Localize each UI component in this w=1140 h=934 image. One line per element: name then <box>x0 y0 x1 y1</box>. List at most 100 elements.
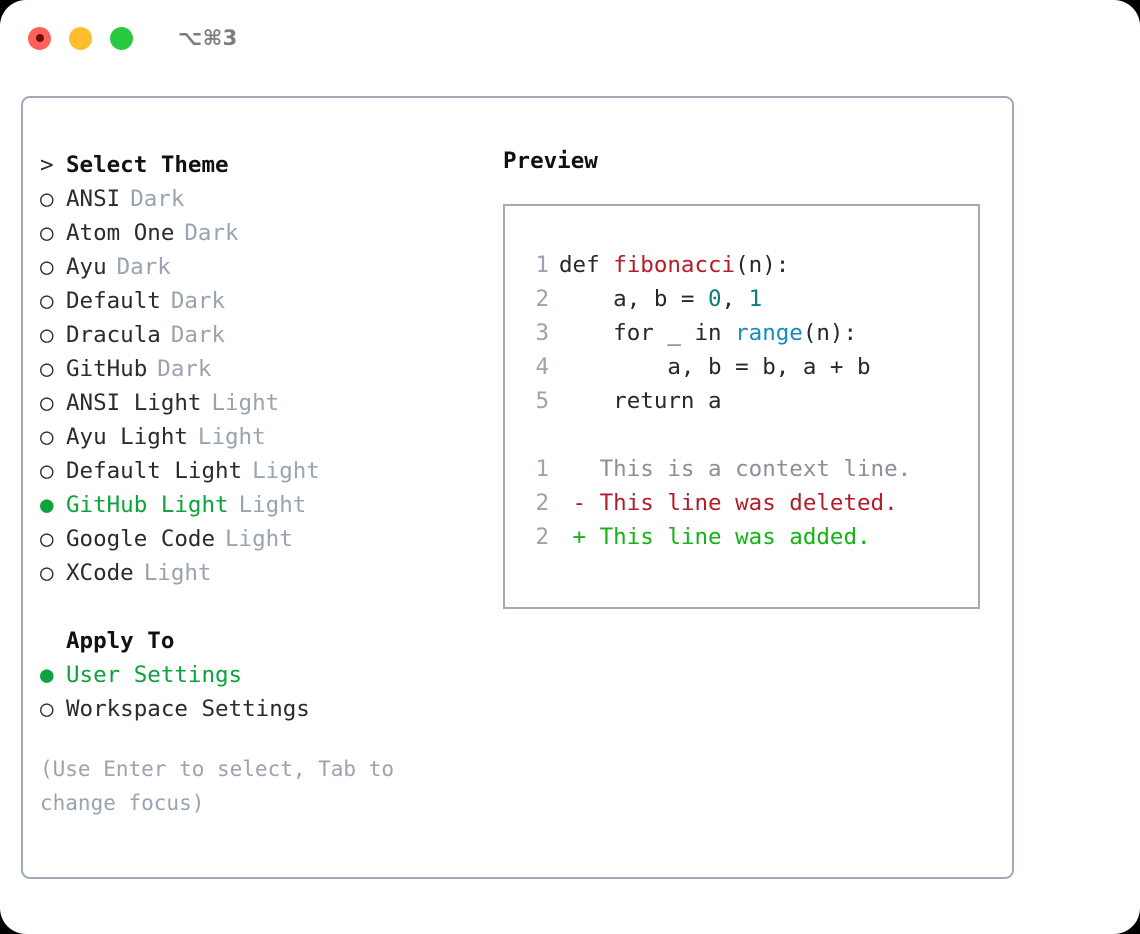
theme-list-item[interactable]: ○ Atom One Dark <box>40 216 503 250</box>
radio-unselected-icon[interactable]: ○ <box>40 356 54 382</box>
theme-list-item[interactable]: ○ Google Code Light <box>40 522 503 556</box>
code-token: for _ in <box>559 320 736 346</box>
apply-to-label: Workspace Settings <box>66 696 310 722</box>
theme-name: ANSI Light <box>66 390 202 416</box>
close-button[interactable] <box>28 26 51 50</box>
select-theme-header: > Select Theme <box>40 148 503 182</box>
theme-name: Dracula <box>66 322 161 348</box>
radio-unselected-icon[interactable]: ○ <box>40 696 54 722</box>
theme-list-item[interactable]: ○ Ayu Dark <box>40 250 503 284</box>
code-line: 2 a, b = 0, 1 <box>505 282 978 316</box>
theme-kind-badge: Dark <box>184 220 239 246</box>
theme-kind-badge: Light <box>238 492 307 518</box>
keyboard-hint: (Use Enter to select, Tab to change focu… <box>40 757 395 815</box>
preview-title: Preview <box>503 148 598 174</box>
code-token: a, b = <box>559 286 709 312</box>
select-theme-title: Select Theme <box>66 152 229 178</box>
code-line: 3 for _ in range(n): <box>505 316 978 350</box>
theme-name: GitHub Light <box>66 492 229 518</box>
line-number: 3 <box>535 320 549 346</box>
theme-list-item[interactable]: ○ Dracula Dark <box>40 318 503 352</box>
diff-line: 2 - This line was deleted. <box>505 486 978 520</box>
radio-unselected-icon[interactable]: ○ <box>40 322 54 348</box>
radio-unselected-icon[interactable]: ○ <box>40 220 54 246</box>
theme-list-item[interactable]: ● GitHub Light Light <box>40 488 503 522</box>
code-token: (n): <box>802 320 858 346</box>
zoom-button[interactable] <box>110 26 133 50</box>
line-number: 5 <box>535 388 549 414</box>
theme-name: ANSI <box>66 186 121 212</box>
theme-name: XCode <box>66 560 134 586</box>
radio-unselected-icon[interactable]: ○ <box>40 288 54 314</box>
radio-unselected-icon[interactable]: ○ <box>40 526 54 552</box>
title-bar: ⌥⌘3 <box>0 0 1140 76</box>
theme-kind-badge: Light <box>225 526 293 552</box>
diff-line: 1 This is a context line. <box>505 452 978 486</box>
code-token: (n): <box>735 252 790 278</box>
blank-marker-icon: ○ <box>40 624 66 658</box>
radio-unselected-icon[interactable]: ○ <box>40 390 54 416</box>
radio-unselected-icon[interactable]: ○ <box>40 458 54 484</box>
theme-kind-badge: Dark <box>157 356 212 382</box>
code-token: range <box>735 320 803 346</box>
spacer <box>40 590 503 624</box>
line-number: 1 <box>535 252 549 278</box>
theme-name: Google Code <box>66 526 216 552</box>
theme-name: Ayu Light <box>66 424 188 450</box>
theme-name: Ayu <box>66 254 107 280</box>
radio-unselected-icon[interactable]: ○ <box>40 186 54 212</box>
radio-unselected-icon[interactable]: ○ <box>40 254 54 280</box>
theme-list-item[interactable]: ○ Ayu Light Light <box>40 420 503 454</box>
apply-to-item[interactable]: ○ Workspace Settings <box>40 692 503 726</box>
theme-name: Atom One <box>66 220 175 246</box>
diff-line: 2 + This line was added. <box>505 520 978 554</box>
spacer <box>505 418 978 452</box>
code-token: a, b = b, a + b <box>559 354 871 380</box>
theme-name: Default <box>66 288 161 314</box>
theme-list-item[interactable]: ○ ANSI Light Light <box>40 386 503 420</box>
diff-text: + This line was added. <box>559 524 871 550</box>
apply-to-item[interactable]: ●User Settings <box>40 658 503 692</box>
diff-sample: 1 This is a context line.2 - This line w… <box>505 452 978 554</box>
diff-text: This is a context line. <box>559 456 912 482</box>
theme-kind-badge: Dark <box>116 254 171 280</box>
line-number: 4 <box>535 354 549 380</box>
theme-kind-badge: Light <box>197 424 266 450</box>
theme-name: GitHub <box>66 356 148 382</box>
recording-dot-icon <box>35 34 44 42</box>
radio-unselected-icon[interactable]: ○ <box>40 560 54 586</box>
radio-selected-icon[interactable]: ● <box>40 492 54 518</box>
line-number: 2 <box>535 524 549 550</box>
theme-kind-badge: Dark <box>170 288 226 314</box>
theme-list-item[interactable]: ○ GitHub Dark <box>40 352 503 386</box>
line-number: 1 <box>535 456 549 482</box>
line-number: 2 <box>535 490 549 516</box>
radio-unselected-icon[interactable]: ○ <box>40 424 54 450</box>
theme-list-item[interactable]: ○ ANSI Dark <box>40 182 503 216</box>
minimize-button[interactable] <box>69 26 92 50</box>
apply-to-list: ●User Settings ○ Workspace Settings <box>40 658 503 726</box>
code-line: 5 return a <box>505 384 978 418</box>
theme-list-item[interactable]: ○ Default Dark <box>40 284 503 318</box>
theme-kind-badge: Dark <box>130 186 185 212</box>
theme-kind-badge: Light <box>211 390 280 416</box>
code-token: return a <box>559 388 722 414</box>
radio-selected-icon[interactable]: ● <box>40 662 54 688</box>
apply-to-title: Apply To <box>66 628 175 654</box>
code-token: , <box>721 286 749 312</box>
window-title: ⌥⌘3 <box>178 26 238 50</box>
code-token: fibonacci <box>613 252 736 278</box>
code-token: 0 <box>708 286 722 312</box>
theme-kind-badge: Dark <box>170 322 226 348</box>
